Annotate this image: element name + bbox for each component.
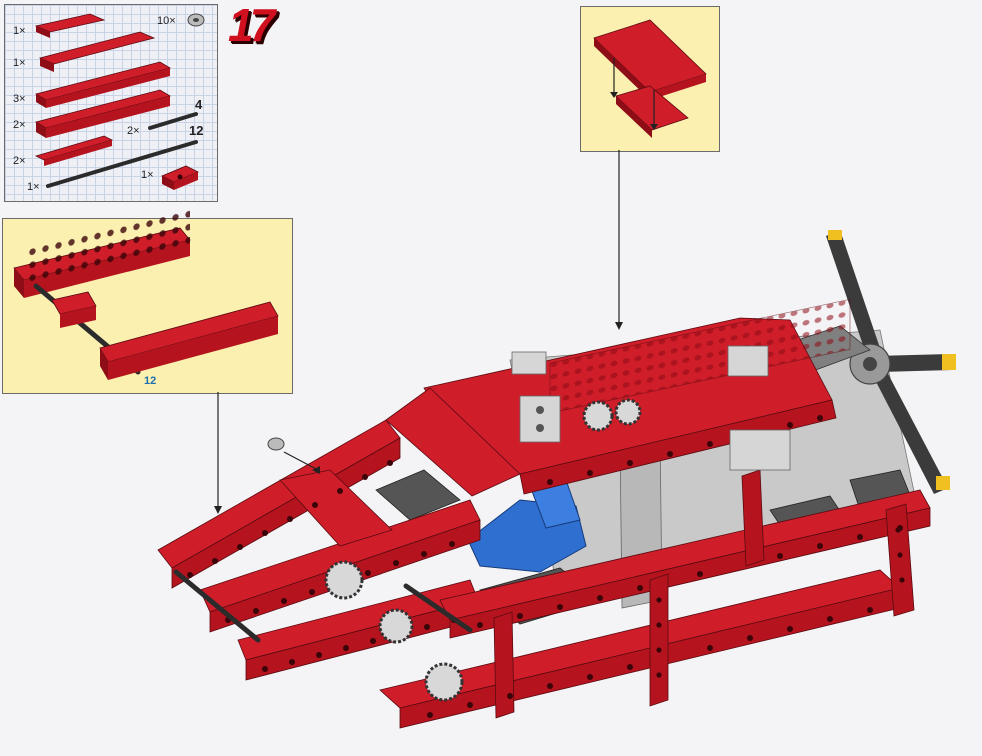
beam-icon-front xyxy=(46,68,170,108)
half-beam-icon-front xyxy=(44,140,112,166)
axles-gears xyxy=(173,398,642,702)
beam-icon-side xyxy=(36,94,46,108)
plate-with-holes-icon-front xyxy=(174,172,198,190)
long-axle-icon xyxy=(46,140,198,188)
callout-left-assembly xyxy=(13,206,279,380)
plate-icon xyxy=(38,31,156,65)
part-qty-plate-2: 1× xyxy=(13,57,26,69)
part-qty-axle-4: 2× xyxy=(127,125,140,137)
bush-icon-hole xyxy=(193,18,199,22)
callout-pointers xyxy=(214,150,623,514)
part-qty-bush: 10× xyxy=(157,15,176,27)
hole-icon xyxy=(177,174,183,180)
grey-blocks xyxy=(511,345,791,471)
beam-icon-side xyxy=(36,122,46,138)
callout-axle-length: 12 xyxy=(144,375,157,387)
plate-icon xyxy=(34,13,106,33)
main-model xyxy=(157,230,956,729)
parts-list-pieces xyxy=(34,13,205,190)
part-qty-plate-1: 1× xyxy=(13,25,26,37)
part-qty-half-beam: 2× xyxy=(13,155,26,167)
plate-icon-side xyxy=(40,58,54,72)
step-number: 17 xyxy=(228,0,275,51)
plate-with-holes-icon-side xyxy=(162,176,174,190)
short-axle-icon xyxy=(148,112,198,130)
part-qty-beam-2: 2× xyxy=(13,119,26,131)
part-qty-beam-1: 3× xyxy=(13,93,26,105)
part-qty-plate-holes: 1× xyxy=(141,169,154,181)
beam-icon-front xyxy=(46,96,170,138)
frame-holes xyxy=(187,415,905,718)
axle-length-4: 4 xyxy=(195,97,203,112)
part-qty-axle-long: 1× xyxy=(27,181,40,193)
callout-top-plates xyxy=(593,19,707,138)
plate-icon-side xyxy=(36,26,50,38)
axle-length-12: 12 xyxy=(189,123,204,138)
loose-bush-icon xyxy=(267,437,285,451)
